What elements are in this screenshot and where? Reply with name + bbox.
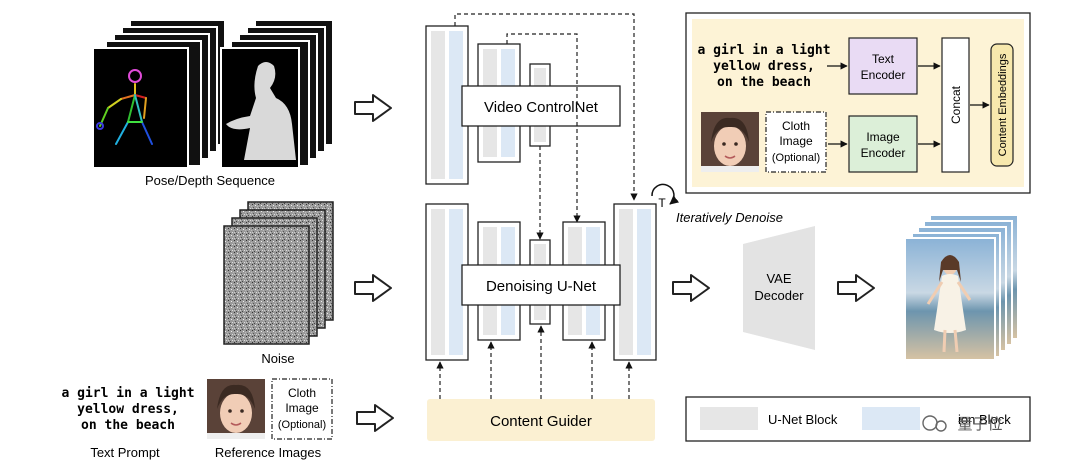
denoising-unet-label: Denoising U-Net — [486, 278, 597, 295]
cloth-image-placeholder: Cloth Image (Optional) — [271, 378, 333, 440]
output-video-frames — [904, 214, 1019, 361]
svg-text:VAE: VAE — [766, 271, 791, 286]
watermark: 量子位 — [922, 415, 1003, 433]
svg-text:Content Embeddings: Content Embeddings — [997, 53, 1009, 156]
iterative-denoise-label: Iteratively Denoise — [676, 210, 783, 225]
svg-text:Image: Image — [866, 130, 900, 144]
svg-text:Cloth: Cloth — [288, 386, 316, 400]
text-prompt-label: Text Prompt — [90, 445, 160, 460]
skeleton-pose-icon — [96, 69, 153, 145]
unet-to-vae-arrow — [672, 274, 710, 302]
svg-text:yellow dress,: yellow dress, — [77, 402, 179, 417]
legend-unet-label: U-Net Block — [768, 412, 838, 427]
svg-text:yellow dress,: yellow dress, — [713, 59, 815, 74]
content-embeddings-block: Content Embeddings — [990, 43, 1014, 167]
reference-images-label: Reference Images — [215, 445, 322, 460]
svg-text:T: T — [658, 196, 666, 210]
svg-text:Encoder: Encoder — [861, 68, 906, 82]
svg-text:Image: Image — [285, 401, 319, 415]
noise-stack — [223, 201, 334, 345]
panel-cloth-image: Cloth Image (Optional) — [765, 111, 827, 173]
concat-block: Concat — [941, 37, 970, 173]
pose-to-controlnet-arrow — [354, 94, 392, 122]
depth-silhouette-icon — [226, 62, 296, 160]
legend: U-Net Block ion Block 量子位 — [685, 396, 1031, 442]
denoising-unet: Denoising U-Net — [425, 203, 657, 361]
content-guider: Content Guider — [427, 399, 655, 441]
legend-second-label: ion Block — [958, 412, 1011, 427]
panel-arrows — [827, 62, 990, 148]
guider-conditioning-connections — [436, 325, 633, 399]
noise-label: Noise — [261, 351, 294, 366]
svg-text:Encoder: Encoder — [861, 146, 906, 160]
text-encoder: Text Encoder — [848, 37, 918, 95]
svg-text:(Optional): (Optional) — [772, 152, 820, 164]
svg-text:a girl in a light: a girl in a light — [697, 43, 830, 58]
svg-text:a girl in a light: a girl in a light — [61, 386, 194, 401]
svg-text:Decoder: Decoder — [754, 288, 804, 303]
svg-text:Text: Text — [872, 52, 895, 66]
timestep-loop-icon: T — [651, 183, 680, 210]
controlnet-residual-connections — [454, 13, 638, 240]
pose-sequence-stack — [92, 19, 226, 169]
svg-text:Concat: Concat — [949, 85, 963, 124]
generated-girl-figure — [926, 255, 972, 353]
svg-text:on the beach: on the beach — [717, 75, 811, 90]
content-guider-label: Content Guider — [490, 413, 592, 430]
image-encoder: Image Encoder — [848, 115, 918, 173]
conditions-to-guider-arrow — [356, 404, 394, 432]
panel-prompt-handwritten: a girl in a light yellow dress, on the b… — [697, 43, 830, 90]
legend-unet-swatch — [700, 407, 758, 430]
svg-text:on the beach: on the beach — [81, 418, 175, 433]
svg-text:Image: Image — [779, 134, 813, 148]
svg-text:Cloth: Cloth — [782, 119, 810, 133]
video-controlnet-label: Video ControlNet — [484, 99, 599, 116]
legend-attention-swatch — [862, 407, 920, 430]
vae-to-output-arrow — [837, 274, 875, 302]
content-guider-detail-panel: a girl in a light yellow dress, on the b… — [685, 12, 1031, 194]
vae-decoder: VAE Decoder — [743, 226, 815, 350]
svg-text:(Optional): (Optional) — [278, 419, 326, 431]
text-prompt-handwritten: a girl in a light yellow dress, on the b… — [61, 386, 194, 433]
noise-to-unet-arrow — [354, 274, 392, 302]
reference-face-image — [206, 378, 266, 440]
depth-sequence-stack — [220, 19, 334, 169]
pose-depth-label: Pose/Depth Sequence — [145, 173, 275, 188]
svg-text:量子位: 量子位 — [957, 416, 1002, 433]
panel-face-image — [700, 111, 760, 173]
video-controlnet: Video ControlNet — [425, 25, 621, 185]
